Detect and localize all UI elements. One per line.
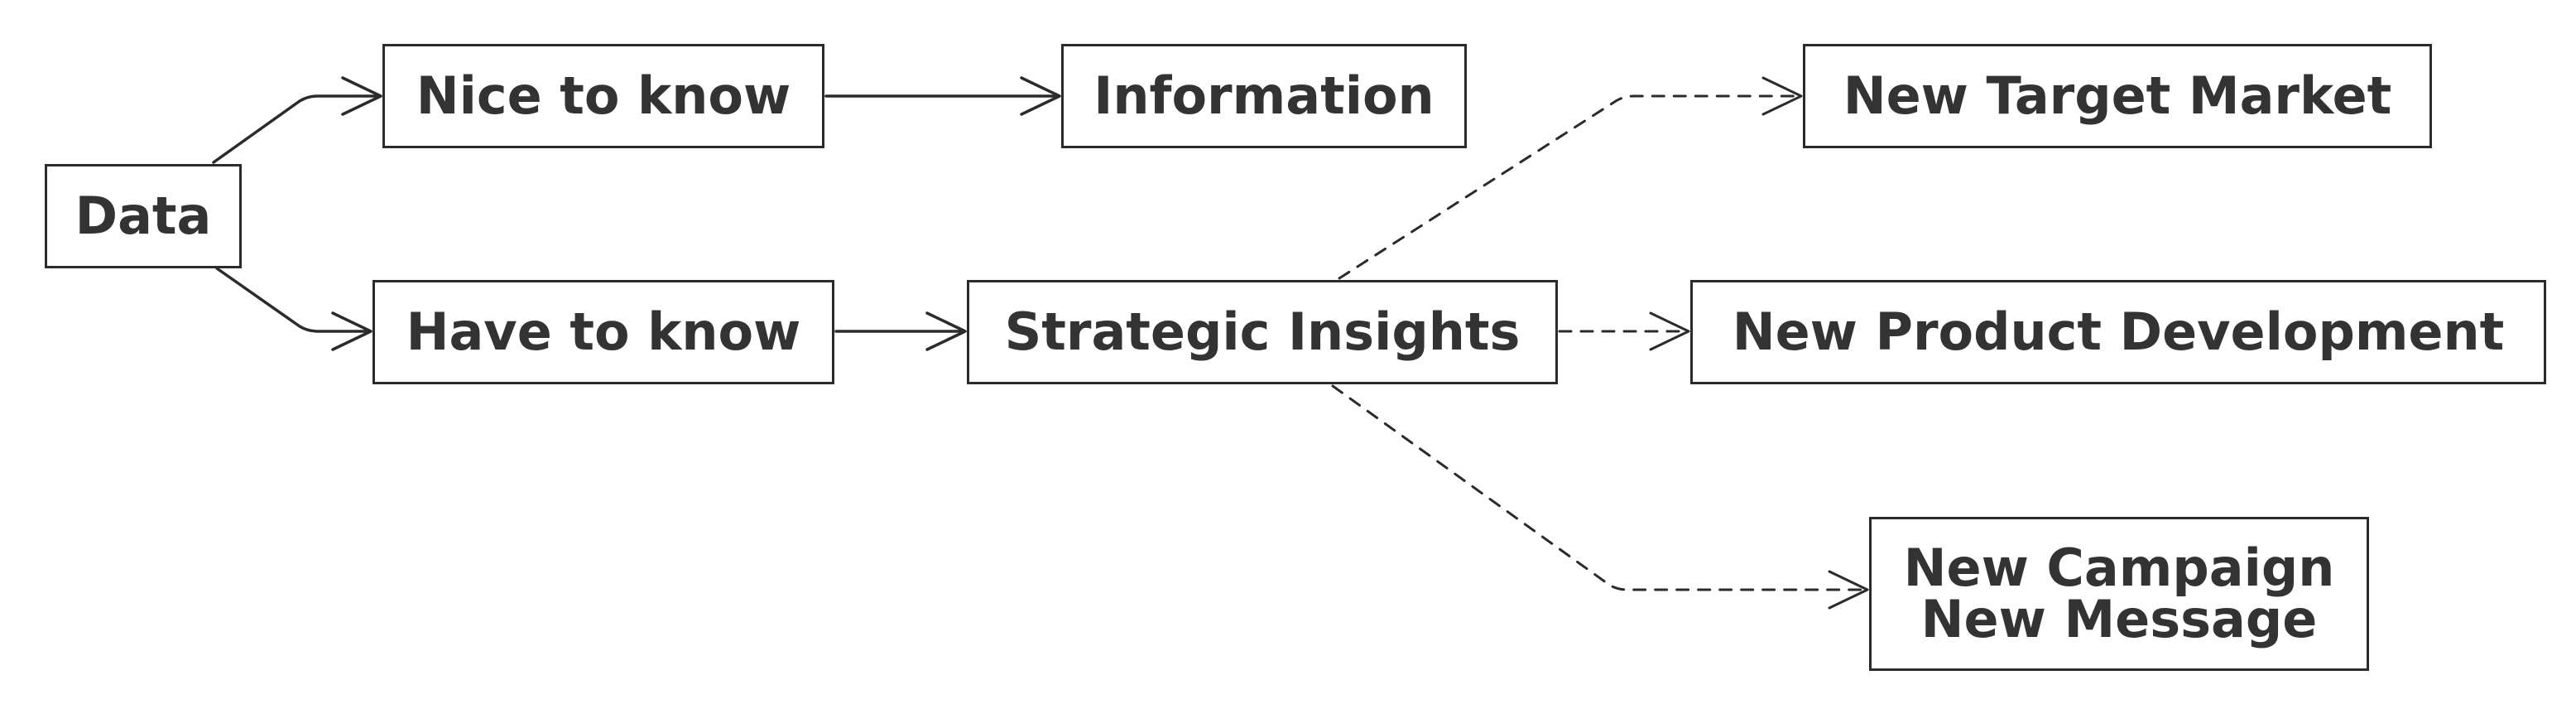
node-strategic-insights: Strategic Insights bbox=[967, 280, 1558, 384]
node-new-product-development-label: New Product Development bbox=[1732, 301, 2505, 362]
node-new-campaign: New Campaign New Message bbox=[1869, 517, 2369, 671]
arrowhead-nice-to-know bbox=[341, 76, 382, 116]
node-new-message-label: New Message bbox=[1920, 589, 2318, 649]
edge-strategic-to-campaign bbox=[1331, 384, 1864, 591]
arrowhead-target-market bbox=[1761, 76, 1803, 116]
arrowhead-have-to-know bbox=[331, 311, 372, 351]
arrowhead-information bbox=[1020, 76, 1061, 116]
arrowhead-product-development bbox=[1649, 311, 1690, 351]
node-information-label: Information bbox=[1093, 65, 1435, 126]
node-new-target-market-label: New Target Market bbox=[1843, 65, 2392, 126]
node-new-target-market: New Target Market bbox=[1803, 44, 2432, 148]
node-new-campaign-label: New Campaign bbox=[1903, 538, 2335, 598]
node-data-label: Data bbox=[74, 186, 212, 246]
edge-strategic-to-target-market bbox=[1338, 94, 1798, 280]
node-nice-to-know: Nice to know bbox=[382, 44, 824, 148]
node-strategic-insights-label: Strategic Insights bbox=[1004, 301, 1521, 362]
node-have-to-know: Have to know bbox=[372, 280, 834, 384]
edge-data-to-nice-to-know bbox=[212, 94, 377, 164]
node-information: Information bbox=[1061, 44, 1467, 148]
node-have-to-know-label: Have to know bbox=[406, 301, 801, 362]
arrowhead-campaign bbox=[1828, 570, 1869, 610]
edge-data-to-have-to-know bbox=[215, 267, 368, 333]
arrowhead-strategic-insights bbox=[925, 311, 967, 351]
node-new-product-development: New Product Development bbox=[1690, 280, 2546, 384]
node-data: Data bbox=[45, 164, 242, 268]
node-nice-to-know-label: Nice to know bbox=[416, 65, 791, 126]
node-new-campaign-lines: New Campaign New Message bbox=[1904, 543, 2335, 645]
